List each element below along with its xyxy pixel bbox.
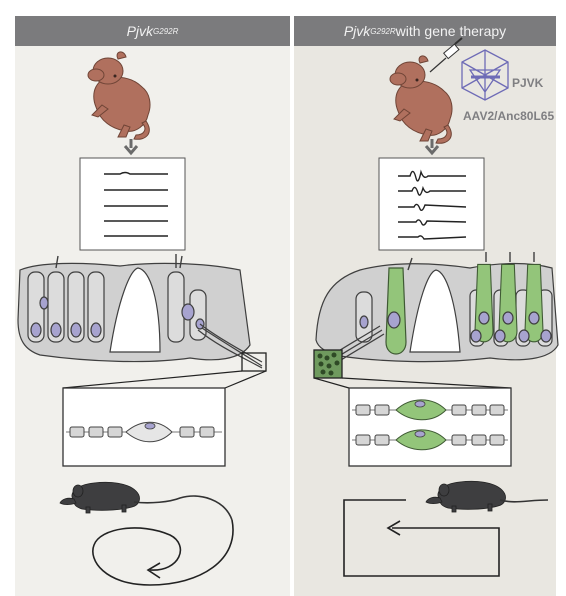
pup-eye bbox=[114, 75, 117, 78]
cochlear-epithelium-untreated bbox=[18, 254, 266, 371]
zoom-lines bbox=[63, 371, 266, 388]
pup-illustration bbox=[390, 56, 452, 143]
mouse-illustration bbox=[426, 481, 505, 512]
aav-capsid-icon bbox=[462, 50, 508, 100]
transgene-label: PJVK bbox=[512, 76, 544, 90]
zoom-lines bbox=[314, 378, 511, 388]
normal-locomotion-path bbox=[344, 500, 499, 576]
pup-illustration bbox=[88, 52, 150, 139]
abr-recording-box bbox=[379, 158, 484, 250]
circling-path bbox=[93, 520, 233, 585]
vector-label: AAV2/Anc80L65 bbox=[463, 109, 554, 123]
mouse-tail bbox=[134, 496, 232, 520]
syringe-icon bbox=[430, 38, 462, 72]
mouse-illustration bbox=[60, 482, 139, 513]
neuron-zoom-box bbox=[349, 388, 511, 466]
cochlear-epithelium-treated bbox=[314, 252, 558, 378]
pup-eye bbox=[416, 79, 419, 82]
down-arrow bbox=[125, 139, 137, 153]
mouse-tail bbox=[500, 500, 548, 502]
